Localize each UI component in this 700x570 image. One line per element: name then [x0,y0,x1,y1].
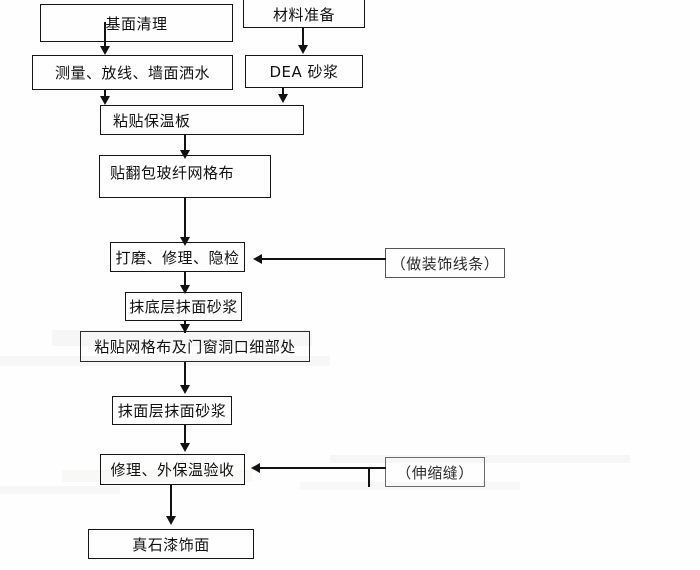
node-label: （伸缩缝） [396,463,474,482]
node-wrap-fiberglass-mesh[interactable]: 贴翻包玻纤网格布 [99,155,271,198]
node-survey-layout-wetting[interactable]: 测量、放线、墙面洒水 [32,55,233,90]
node-label: 抹面层抹面砂浆 [117,402,227,420]
edge-acceptance-to-stone-paint [170,485,172,520]
node-material-preparation[interactable]: 材料准备 [243,0,365,28]
node-label: 真石漆饰面 [132,535,210,554]
arrowhead-icon [251,463,260,473]
edge-grinding-to-base-coat [184,272,186,292]
scan-artifact [0,486,120,494]
arrowhead-icon [298,45,308,54]
node-label: 粘贴网格布及门窗洞口细部处 [94,338,296,356]
node-stone-paint-finish[interactable]: 真石漆饰面 [88,529,254,559]
node-dea-mortar[interactable]: DEA 砂浆 [245,55,363,88]
node-label: 修理、外保温验收 [110,461,235,479]
arrowhead-icon [166,516,176,525]
node-label: 材料准备 [272,5,335,24]
arrowhead-icon [253,254,262,264]
arrowhead-icon [180,237,190,246]
node-label: 打磨、修理、隐检 [115,248,240,267]
node-expansion-joint[interactable]: （伸缩缝） [385,457,485,487]
arrowhead-icon [180,385,190,394]
node-repair-and-acceptance[interactable]: 修理、外保温验收 [100,454,245,485]
edge-expansion-joint-riser [368,467,370,487]
arrowhead-icon [180,285,190,294]
arrowhead-icon [180,443,190,452]
node-grinding-repair-inspection[interactable]: 打磨、修理、隐检 [110,242,245,272]
node-base-cleaning[interactable]: 基面清理 [40,4,233,42]
node-base-coat-mortar[interactable]: 抹底层抹面砂浆 [125,292,242,321]
edge-material-to-dea [302,28,304,48]
node-label: 抹底层抹面砂浆 [129,298,238,316]
node-bond-insulation-board[interactable]: 粘贴保温板 [100,105,304,135]
edge-bond-board-to-wrap-mesh [184,135,186,157]
arrowhead-icon [180,324,190,333]
node-label: 粘贴保温板 [113,111,191,130]
node-finish-coat-mortar[interactable]: 抹面层抹面砂浆 [112,396,232,425]
edge-wrap-mesh-to-grinding [184,198,186,244]
arrowhead-icon [100,96,110,105]
edge-decorative-lines-to-grinding [262,258,386,260]
node-mesh-and-openings-detail[interactable]: 粘贴网格布及门窗洞口细部处 [80,331,310,362]
arrowhead-icon [278,94,288,103]
edge-finish-coat-to-acceptance [184,425,186,449]
node-label: DEA 砂浆 [269,63,339,81]
edge-mesh-detail-to-finish-coat [184,362,186,392]
node-label: 贴翻包玻纤网格布 [110,164,235,182]
edge-expansion-joint-to-acceptance [260,467,386,469]
arrowhead-icon [180,150,190,159]
edge-base-cleaning-to-survey [104,22,106,50]
arrowhead-icon [100,46,110,55]
node-label: 测量、放线、墙面洒水 [54,64,210,82]
node-label: （做装饰线条） [390,254,500,273]
node-decorative-lines[interactable]: （做装饰线条） [385,248,505,278]
node-label: 基面清理 [105,14,168,33]
